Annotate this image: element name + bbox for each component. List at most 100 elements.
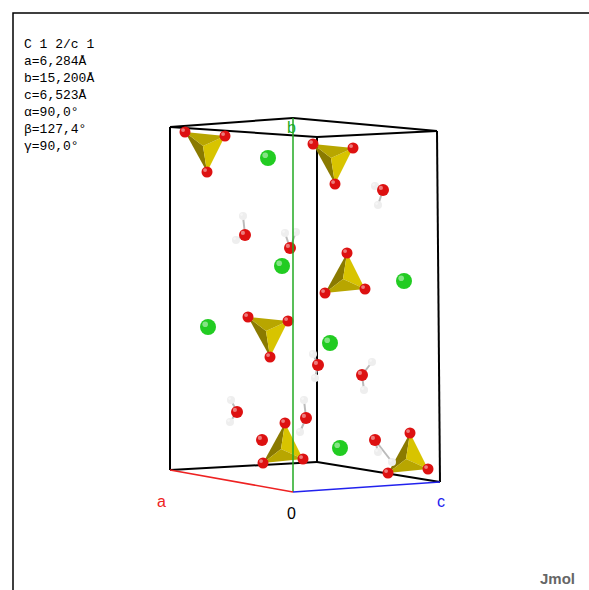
calcium-atom-shine bbox=[202, 321, 208, 327]
oxygen-atom bbox=[180, 127, 191, 138]
hydrogen-atom bbox=[239, 212, 247, 220]
oxygen-atom bbox=[280, 418, 291, 429]
sulfate-tetrahedron bbox=[388, 459, 428, 473]
oxygen-atom bbox=[356, 369, 368, 381]
hydrogen-atom bbox=[311, 374, 319, 382]
sulfate-tetrahedron bbox=[248, 317, 288, 331]
sulfate-tetrahedron bbox=[313, 144, 353, 158]
oxygen-atom bbox=[320, 288, 331, 299]
oxygen-atom-shine bbox=[203, 168, 207, 172]
calcium-atom bbox=[322, 335, 338, 351]
oxygen-atom-shine bbox=[259, 459, 263, 463]
oxygen-atom bbox=[330, 179, 341, 190]
origin-label: 0 bbox=[287, 506, 296, 522]
hydrogen-atom bbox=[374, 201, 382, 209]
calcium-atom-shine bbox=[276, 260, 282, 266]
oxygen-atom-shine bbox=[241, 231, 245, 235]
cell-parameter: β=127,4° bbox=[24, 123, 86, 136]
oxygen-atom bbox=[342, 248, 353, 259]
frame bbox=[13, 13, 589, 590]
oxygen-atom-shine bbox=[302, 414, 306, 418]
hydrogen-atom bbox=[232, 236, 240, 244]
oxygen-atom-shine bbox=[286, 244, 290, 248]
oxygen-atom bbox=[202, 167, 213, 178]
oxygen-atom bbox=[423, 464, 434, 475]
axis-label: b bbox=[287, 120, 296, 136]
hydrogen-atom-shine bbox=[375, 202, 378, 205]
cell-parameter: α=90,0° bbox=[24, 106, 79, 119]
calcium-atom-shine bbox=[324, 337, 330, 343]
oxygen-atom bbox=[360, 284, 371, 295]
cell-parameter: γ=90,0° bbox=[24, 140, 79, 153]
oxygen-atom bbox=[283, 316, 294, 327]
oxygen-atom-shine bbox=[258, 436, 262, 440]
oxygen-atom-shine bbox=[424, 465, 428, 469]
oxygen-atom-shine bbox=[361, 285, 365, 289]
hydrogen-atom bbox=[296, 428, 304, 436]
hydrogen-atom bbox=[374, 448, 382, 456]
oxygen-atom bbox=[405, 428, 416, 439]
oxygen-atom bbox=[256, 434, 268, 446]
oxygen-atom bbox=[239, 229, 251, 241]
hydrogen-atom bbox=[227, 396, 235, 404]
hydrogen-atom-shine bbox=[228, 397, 231, 400]
calcium-atom-shine bbox=[334, 442, 340, 448]
calcium-atom bbox=[200, 319, 216, 335]
sulfate-tetrahedron bbox=[185, 132, 225, 146]
oxygen-atom bbox=[265, 352, 276, 363]
oxygen-atom bbox=[284, 242, 296, 254]
oxygen-atom-shine bbox=[314, 361, 318, 365]
oxygen-atom-shine bbox=[181, 128, 185, 132]
calcium-atom-shine bbox=[262, 152, 268, 158]
sulfate-tetrahedron bbox=[325, 279, 365, 293]
oxygen-atom-shine bbox=[406, 429, 410, 433]
a-axis bbox=[170, 470, 293, 492]
oxygen-atom bbox=[377, 184, 389, 196]
hydrogen-atom-shine bbox=[369, 359, 372, 362]
oxygen-atom-shine bbox=[281, 419, 285, 423]
hydrogen-atom-shine bbox=[310, 351, 313, 354]
oxygen-atom bbox=[258, 458, 269, 469]
oxygen-atom-shine bbox=[321, 289, 325, 293]
hydrogen-atom bbox=[226, 418, 234, 426]
hydrogen-atom bbox=[368, 358, 376, 366]
oxygen-atom bbox=[312, 359, 324, 371]
calcium-atom bbox=[274, 258, 290, 274]
oxygen-atom-shine bbox=[358, 371, 362, 375]
oxygen-atom bbox=[231, 406, 243, 418]
hydrogen-atom-shine bbox=[372, 183, 375, 186]
oxygen-atom-shine bbox=[221, 132, 225, 136]
cell-parameter: a=6,284Å bbox=[24, 55, 86, 68]
oxygen-atom-shine bbox=[379, 186, 383, 190]
oxygen-atom-shine bbox=[309, 140, 313, 144]
hydrogen-atom-shine bbox=[301, 397, 304, 400]
oxygen-atom-shine bbox=[299, 455, 303, 459]
oxygen-atom bbox=[308, 139, 319, 150]
oxygen-atom-shine bbox=[331, 180, 335, 184]
hydrogen-atom bbox=[300, 396, 308, 404]
hydrogen-atom-shine bbox=[361, 387, 364, 390]
calcium-atom bbox=[396, 273, 412, 289]
hydrogen-atom bbox=[360, 386, 368, 394]
oxygen-atom-shine bbox=[233, 408, 237, 412]
axis-label: c bbox=[437, 494, 445, 510]
oxygen-atom bbox=[383, 468, 394, 479]
hydrogen-atom bbox=[281, 229, 289, 237]
calcium-atom bbox=[332, 440, 348, 456]
hydrogen-atom-shine bbox=[312, 375, 315, 378]
hydrogen-atom bbox=[388, 458, 396, 466]
watermark: Jmol bbox=[540, 571, 575, 586]
oxygen-atom bbox=[348, 143, 359, 154]
hydrogen-atom-shine bbox=[233, 237, 236, 240]
hydrogen-atom-shine bbox=[227, 419, 230, 422]
cell-parameter: c=6,523Å bbox=[24, 89, 86, 102]
atoms bbox=[180, 127, 434, 479]
oxygen-atom bbox=[300, 412, 312, 424]
oxygen-atom-shine bbox=[244, 313, 248, 317]
oxygen-atom bbox=[369, 434, 381, 446]
oxygen-atom-shine bbox=[349, 144, 353, 148]
hydrogen-atom-shine bbox=[282, 230, 285, 233]
oxygen-atom-shine bbox=[384, 469, 388, 473]
hydrogen-atom-shine bbox=[389, 459, 392, 462]
